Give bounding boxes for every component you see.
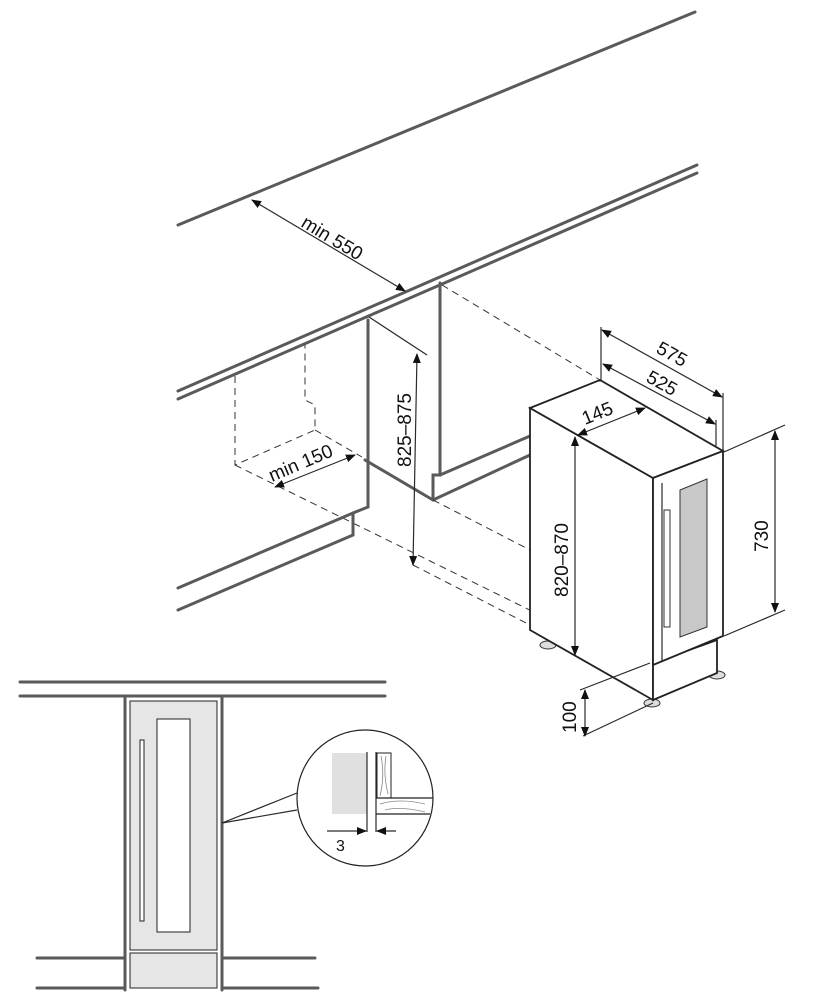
body-depth-arrow — [602, 363, 716, 425]
gap-detail-callout: 3 — [221, 729, 434, 867]
body-depth-label: 525 — [643, 367, 681, 401]
min-550-arrow — [251, 199, 406, 292]
plinth-height-label: 100 — [560, 701, 581, 733]
door-handle-front — [139, 739, 145, 922]
wall-and-countertop — [176, 10, 699, 401]
width-arrow — [577, 407, 646, 436]
min-150-arrow — [274, 454, 356, 488]
door-height-label: 730 — [752, 520, 773, 552]
door-handle — [663, 509, 671, 628]
appliance-height-label: 820–870 — [552, 523, 573, 597]
min-150-label: min 150 — [266, 441, 336, 487]
glass-window — [679, 478, 708, 638]
left-cabinet — [176, 318, 551, 621]
gap-label: 3 — [336, 838, 345, 855]
glass-window-front — [156, 718, 191, 933]
niche-height-arrow — [409, 353, 421, 566]
front-view — [18, 680, 387, 992]
overall-depth-label: 575 — [653, 338, 691, 372]
niche-height-label: 825–875 — [395, 393, 416, 467]
right-cabinet — [363, 281, 601, 626]
min-550-label: min 550 — [297, 212, 366, 265]
plinth-front — [129, 952, 218, 989]
